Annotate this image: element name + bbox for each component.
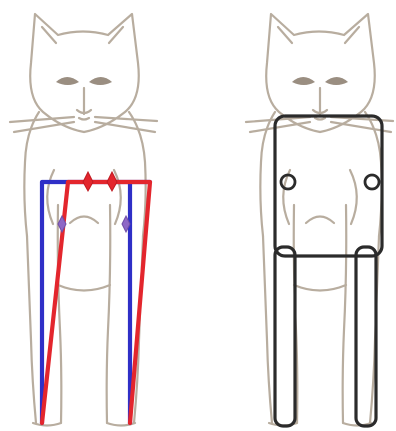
left-red-diamond-marker-1 (83, 172, 93, 191)
right-cat-outline (246, 14, 393, 426)
right-black-left-leg-bar (275, 247, 295, 426)
left-cat-figure (10, 14, 157, 426)
right-cat-figure (246, 14, 393, 426)
right-black-joint-circle-right (365, 175, 379, 189)
